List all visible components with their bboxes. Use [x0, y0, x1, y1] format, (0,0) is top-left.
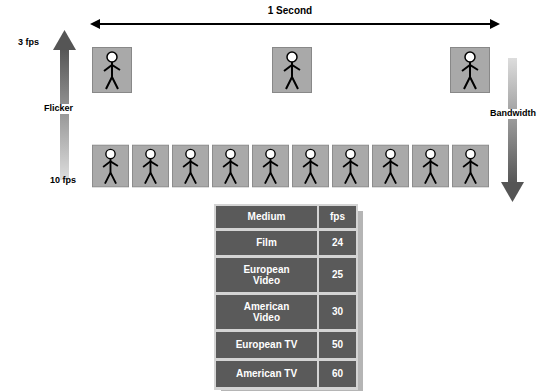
bandwidth-arrow [501, 58, 524, 202]
table-cell: American TV [216, 361, 317, 387]
frames-3fps [93, 48, 490, 93]
flicker-label: Flicker [42, 104, 75, 114]
table-cell: 60 [319, 361, 356, 387]
table-frame [214, 204, 363, 391]
cell-text: 30 [332, 306, 343, 318]
table-cell: American Video [216, 295, 317, 329]
cell-text: American TV [236, 368, 297, 380]
table-cell: 24 [319, 231, 356, 255]
time-span-arrow [90, 19, 500, 29]
table-header-cell: Medium [216, 206, 317, 228]
bandwidth-label: Bandwidth [488, 109, 538, 119]
cell-text: Medium [248, 211, 286, 223]
table-cell: 25 [319, 258, 356, 292]
rate-label: 10 fps [50, 176, 76, 186]
frames-10fps [92, 145, 488, 187]
cell-text: European TV [236, 339, 298, 351]
time-span-label: 1 Second [268, 5, 312, 16]
cell-text: 60 [332, 368, 343, 380]
table-cell: Film [216, 231, 317, 255]
cell-text: Film [256, 237, 277, 249]
cell-text: European Video [236, 264, 298, 287]
table-cell: 50 [319, 332, 356, 358]
table-header-cell: fps [319, 206, 356, 228]
table-cell: European Video [216, 258, 317, 292]
cell-text: 50 [332, 339, 343, 351]
cell-text: 24 [332, 237, 343, 249]
cell-text: fps [330, 211, 345, 223]
cell-text: American Video [236, 301, 298, 324]
table-cell: European TV [216, 332, 317, 358]
rate-label: 3 fps [18, 38, 39, 48]
table-cell: 30 [319, 295, 356, 329]
cell-text: 25 [332, 269, 343, 281]
